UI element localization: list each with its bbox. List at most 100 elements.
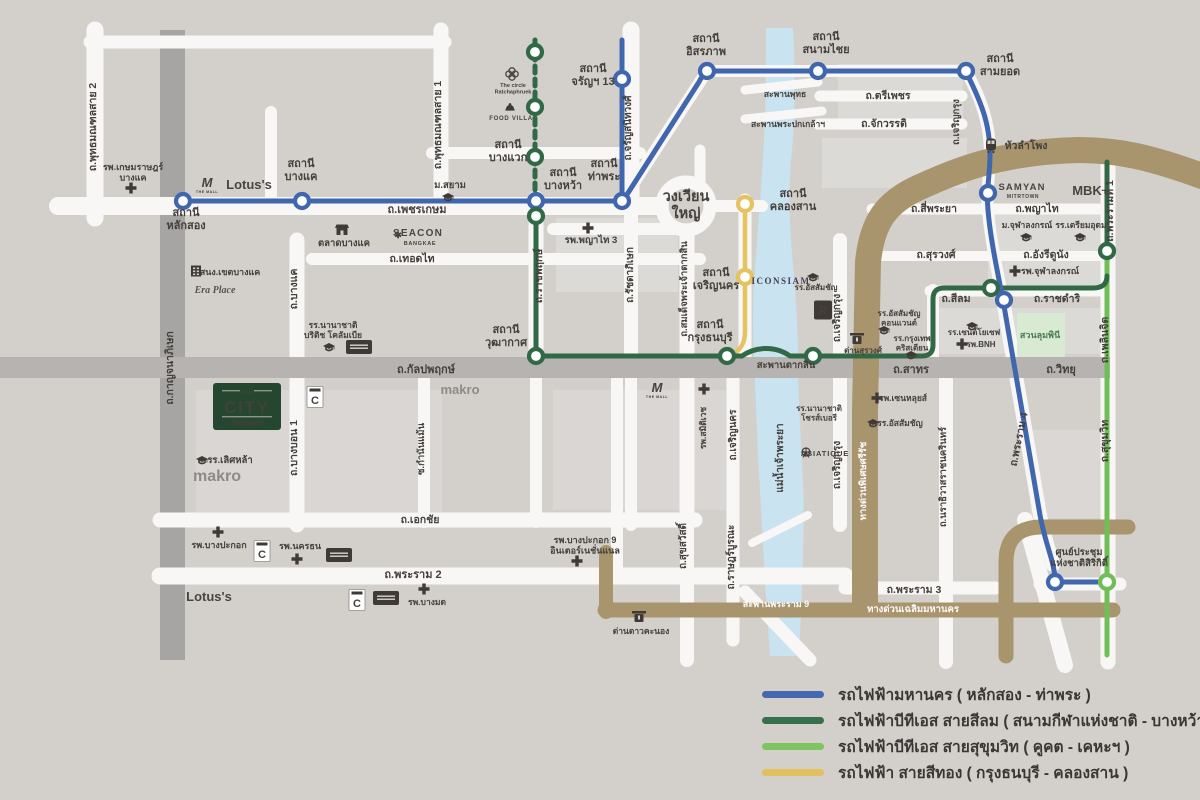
hospital-cross-icon <box>291 553 303 565</box>
makro-logo: makro <box>440 382 479 397</box>
bridge-label: สะพานตากสิน <box>757 360 816 371</box>
svg-text:✱: ✱ <box>394 230 402 240</box>
svg-text:THE MALL: THE MALL <box>196 190 218 194</box>
station-krung-thonburi <box>717 346 737 366</box>
bigc-icon: C <box>306 386 324 408</box>
office-building-icon <box>191 265 201 277</box>
themall-dark-icon <box>346 340 372 354</box>
toll-booth-icon <box>632 611 646 622</box>
station-label: สถานีหลักสอง <box>166 206 205 232</box>
themall-dark-icon <box>326 548 352 562</box>
the-city-top: THE <box>241 390 254 396</box>
expressways <box>597 137 1200 664</box>
poi-label: ตลาดบางแค <box>318 238 370 249</box>
poi-label: ด่านดาวคะนอง <box>613 626 670 636</box>
school-cap-icon <box>196 456 208 465</box>
station-charan-13 <box>612 69 632 89</box>
poi-label: รพ.บางปะกอก <box>191 540 246 550</box>
legend-item-mrt-blue: รถไฟฟ้ามหานคร ( หลักสอง - ท่าพระ ) <box>762 686 1192 704</box>
station-label: สถานีท่าพระ <box>588 157 621 183</box>
chao-phraya-river <box>752 28 804 656</box>
school-cap-icon <box>1020 233 1032 242</box>
road-label-vertical: ถ.สุขสวัสดิ์ <box>675 521 689 569</box>
hospital-cross-icon <box>571 555 583 567</box>
bigc-icon: C <box>253 540 271 562</box>
road-label-vertical: ถ.บางแค <box>288 269 300 310</box>
road-label-vertical: ถ.ราชพฤกษ์ <box>532 249 545 304</box>
svg-text:R: R <box>819 304 828 318</box>
samyan-logo: SAMYAN <box>998 182 1045 193</box>
hua-lamphong-label: หัวลำโพง <box>1005 139 1048 152</box>
road-label-vertical: ถ.พระรามที่ 1 <box>1101 180 1116 242</box>
foodvilla-logo: FOOD VILLA <box>489 116 533 122</box>
school-cap-icon <box>323 343 335 352</box>
road-label-vertical: ถ.รัชดาภิเษก <box>624 247 636 303</box>
legend-item-label: รถไฟฟ้ามหานคร ( หลักสอง - ท่าพระ ) <box>838 687 1091 704</box>
wongwian-yai-label: วงเวียนใหญ่ <box>663 188 710 222</box>
road-label: ถ.สุรวงศ์ <box>916 248 955 262</box>
station-label: สถานีสนามไชย <box>802 30 849 56</box>
station-label: สถานีสามยอด <box>980 52 1020 78</box>
hospital-cross-icon <box>698 383 710 395</box>
road-label: ถ.สาทร <box>893 364 929 376</box>
hospital-cross-icon <box>212 526 224 538</box>
poi-label: รพ.BNH <box>966 340 995 349</box>
station-bang-wa-bts <box>526 206 546 226</box>
station-siam <box>1097 241 1117 261</box>
market-icon <box>335 224 349 235</box>
road-label: ถ.พระราม 3 <box>887 584 942 596</box>
svg-text:C: C <box>353 598 361 610</box>
school-cap-icon <box>905 351 917 360</box>
station-bang-waek <box>525 147 545 167</box>
lumpini-park <box>1017 313 1065 357</box>
station-wutthakat <box>526 346 546 366</box>
poi-label: รร.กรุงเทพคริสเตียน <box>893 334 930 352</box>
train-icon <box>986 138 996 154</box>
hospital-cross-icon <box>125 182 137 194</box>
poi-label: รร.นานาชาติบริติช โคลัมเบีย <box>304 320 362 340</box>
poi-label: รพ.พญาไท 3 <box>565 234 618 246</box>
poi-label: รร.อัสสัมชัญ <box>795 283 838 293</box>
legend-item-gold-line: รถไฟฟ้า สายสีทอง ( กรุงธนบุรี - คลองสาน … <box>762 764 1192 782</box>
road-label-vertical: ถ.กาญจนาภิเษก <box>164 331 176 405</box>
station-silom <box>994 290 1014 310</box>
station-label: สถานีอิสรภาพ <box>686 32 726 58</box>
station-label: สถานีจรัญฯ 13 <box>571 62 614 88</box>
poi-label: รร.เลิศหล้า <box>207 454 252 466</box>
poi-label: ม.จุฬาลงกรณ์ <box>1002 220 1053 231</box>
road-label-vertical: ถ.สุขุมวิท <box>1099 420 1112 463</box>
legend-color-bar <box>762 691 824 698</box>
road-label-vertical: ถ.จรัญสนิทวงศ์ <box>622 95 634 161</box>
road-label: ถ.พญาไท <box>1015 202 1058 215</box>
road-label-vertical: ถ.บางบอน 1 <box>288 420 300 476</box>
road-label-vertical: ถ.พุทธมณฑลสาย 2 <box>87 83 100 172</box>
road-label-vertical: ถ.สมเด็จพระเจ้าตากสิน <box>677 241 690 337</box>
road-label-vertical: ถ.นราธิวาสราชนครินทร์ <box>937 426 949 527</box>
star-icon: ✱ <box>394 230 402 240</box>
hospital-cross-icon <box>1009 265 1021 277</box>
chef-icon <box>505 103 515 111</box>
station-tha-phra <box>612 191 632 211</box>
ferris-wheel-icon <box>801 447 811 458</box>
poi-label: รร.เซนต์โยเซฟ <box>948 327 1001 337</box>
school-cap-icon <box>867 419 879 428</box>
station-sukhumvit-south <box>1097 572 1117 592</box>
road-label: ถ.เพชรเกษม <box>387 204 446 216</box>
poi-label: รพ.เซนหลุยส์ <box>879 393 928 404</box>
svg-text:C: C <box>311 395 319 407</box>
station-label: สถานีกรุงธนบุรี <box>687 318 732 345</box>
poi-label: รร.นานาชาติโชรส์เบอรี <box>796 404 842 422</box>
lotus-logo: Lotus's <box>226 177 272 192</box>
bridge-label: สะพานพระราม 9 <box>743 599 809 609</box>
mbk-logo: MBK <box>1072 183 1102 198</box>
bridge-label: สะพานพุทธ <box>764 89 806 100</box>
asiatique-logo: ASIATIQUE <box>801 449 849 458</box>
lotus-logo: Lotus's <box>186 589 232 604</box>
station-bang-khae <box>292 191 312 211</box>
road-label: ถ.กัลปพฤกษ์ <box>397 363 456 376</box>
school-cap-icon <box>442 193 454 202</box>
